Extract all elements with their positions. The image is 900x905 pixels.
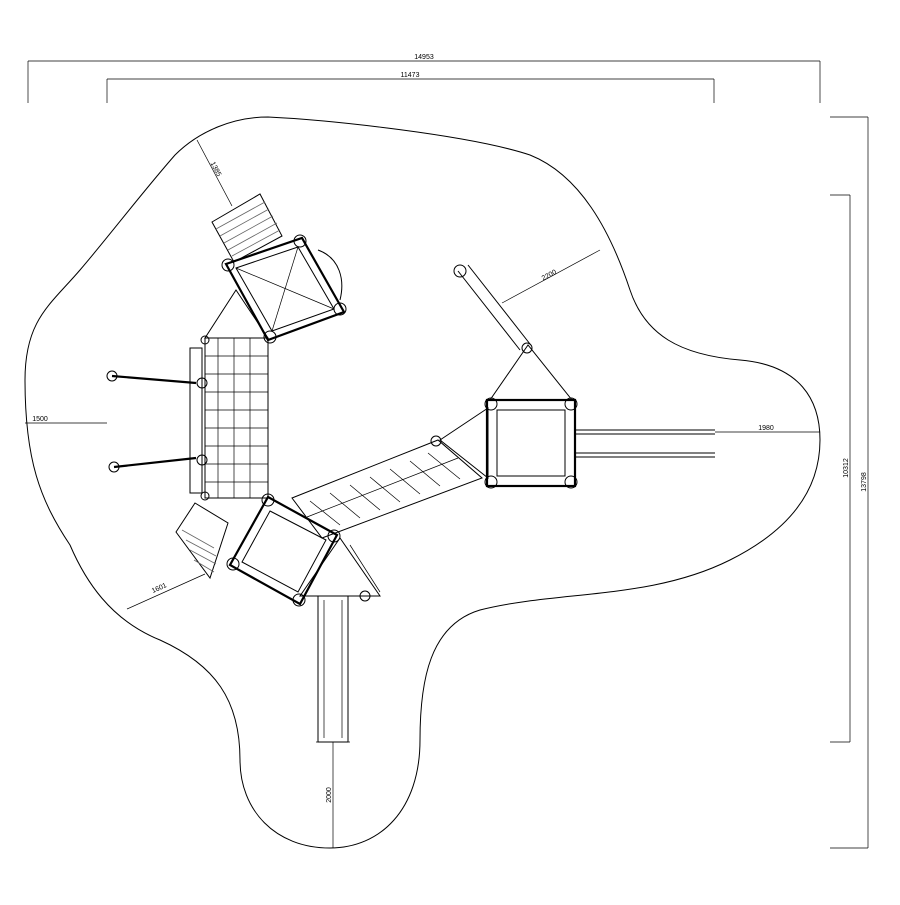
post-icon xyxy=(333,302,347,316)
post-icon xyxy=(221,258,235,272)
triangle-platform-left xyxy=(204,289,269,339)
pole-upper-left xyxy=(106,370,197,385)
dim-bottom-clearance-label: 2000 xyxy=(326,787,333,803)
post-icon xyxy=(484,475,498,489)
post-icon xyxy=(196,454,208,466)
dim-top-left-clearance-label: 1385 xyxy=(209,161,223,178)
tower-top-left xyxy=(221,234,347,344)
post-icon xyxy=(263,330,277,344)
dim-bottom-left-clearance-label: 1601 xyxy=(151,582,168,595)
triangle-platform-top xyxy=(489,344,574,401)
post-icon xyxy=(292,593,306,607)
post-icon xyxy=(359,590,371,602)
dim-inner-height: 10312 xyxy=(830,194,851,743)
log-climber-top xyxy=(211,193,283,263)
dim-inner-height-label: 10312 xyxy=(843,458,850,478)
dim-left-clearance-label: 1500 xyxy=(32,416,48,423)
post-icon xyxy=(293,234,307,248)
dim-right-clearance-label: 1980 xyxy=(758,425,774,432)
dim-overall-width-label: 14953 xyxy=(414,54,434,61)
horizontal-bars-right xyxy=(575,429,715,458)
post-icon xyxy=(261,493,275,507)
dim-bottom-left-clearance: 1601 xyxy=(126,573,206,610)
dim-left-clearance: 1500 xyxy=(25,416,107,424)
post-icon xyxy=(521,342,533,354)
dim-inner-width: 11473 xyxy=(106,72,715,103)
tower-right xyxy=(484,397,578,489)
post-icon xyxy=(200,491,210,501)
dim-overall-height-label: 13798 xyxy=(861,472,868,492)
diagonal-climber xyxy=(453,264,531,351)
post-icon xyxy=(196,377,208,389)
dim-overall-height: 13798 xyxy=(830,116,869,849)
dim-top-right-clearance: 2200 xyxy=(501,249,601,304)
tower-handrail xyxy=(317,249,343,301)
post-icon xyxy=(564,475,578,489)
dim-bottom-clearance: 2000 xyxy=(326,742,334,848)
dim-top-left-clearance: 1385 xyxy=(196,139,233,207)
dim-overall-width: 14953 xyxy=(27,54,821,103)
deck-left-grid xyxy=(189,335,269,501)
safety-zone-outline xyxy=(24,116,821,849)
log-climber-bottom xyxy=(175,502,229,580)
post-icon xyxy=(226,557,240,571)
dim-inner-width-label: 11473 xyxy=(401,72,420,79)
triangle-platform-right xyxy=(439,407,489,480)
post-icon xyxy=(200,335,210,345)
slide-bottom xyxy=(316,595,350,743)
dim-right-clearance: 1980 xyxy=(715,425,820,433)
pole-lower-left xyxy=(108,456,197,473)
dim-top-right-clearance-label: 2200 xyxy=(541,269,558,283)
tower-bottom-left xyxy=(226,493,341,607)
